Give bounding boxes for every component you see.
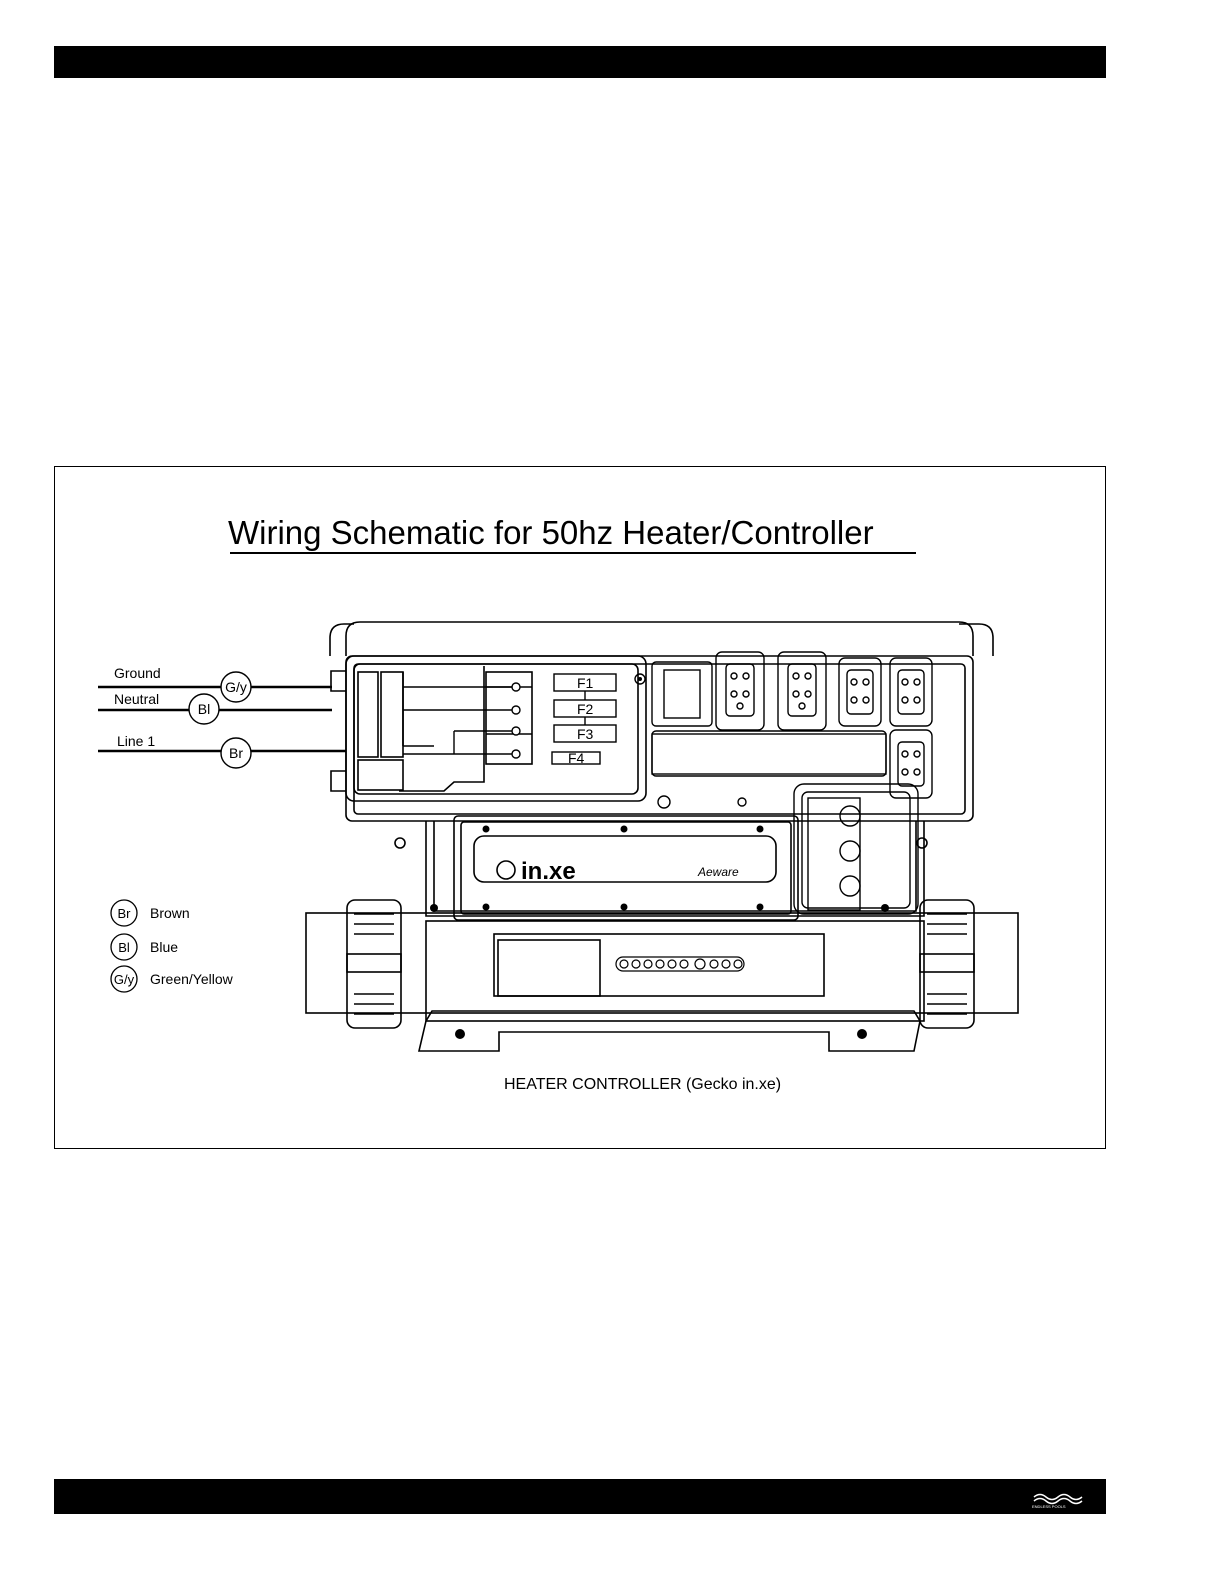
internal-wires xyxy=(403,687,512,754)
heater-sensor-strip xyxy=(616,957,744,971)
brand-script: Aeware xyxy=(697,865,739,879)
left-union-nut xyxy=(347,900,401,1028)
footer-bar xyxy=(54,1479,1106,1514)
ground-label: Ground xyxy=(114,665,161,681)
legend-name-blue: Blue xyxy=(150,939,178,955)
fuse-f4-label: F4 xyxy=(568,750,585,766)
header-bar xyxy=(54,46,1106,78)
wiring-diagram: Wiring Schematic for 50hz Heater/Control… xyxy=(54,466,1106,1149)
legend-code-blue: Bl xyxy=(118,940,130,955)
accessory-ports xyxy=(840,806,860,896)
legend-code-green-yellow: G/y xyxy=(114,972,135,987)
ground-code: G/y xyxy=(225,679,247,695)
diagram-title: Wiring Schematic for 50hz Heater/Control… xyxy=(228,514,874,551)
controller-housing xyxy=(330,622,993,916)
plate-screws xyxy=(430,826,889,913)
line1-code: Br xyxy=(229,745,243,761)
fuse-f3-label: F3 xyxy=(577,726,594,742)
gecko-logo-icon xyxy=(497,861,515,879)
legend-name-brown: Brown xyxy=(150,905,190,921)
module-panels xyxy=(652,662,918,914)
terminal-screws xyxy=(512,683,520,758)
fuse-f2-label: F2 xyxy=(577,701,594,717)
legend-code-brown: Br xyxy=(118,906,132,921)
heater-tube xyxy=(306,913,1018,1051)
endless-pools-logo: ENDLESS POOLS xyxy=(1030,1488,1090,1510)
neutral-code: Bl xyxy=(198,701,210,717)
legend: Br Brown Bl Blue G/y Green/Yellow xyxy=(111,900,234,992)
logo-text: ENDLESS POOLS xyxy=(1032,1504,1066,1509)
diagram-caption: HEATER CONTROLLER (Gecko in.xe) xyxy=(504,1076,781,1093)
right-union-nut xyxy=(920,900,974,1028)
fuse-f1-label: F1 xyxy=(577,675,594,691)
terminal-compartment xyxy=(346,656,646,801)
line1-label: Line 1 xyxy=(117,733,155,749)
legend-name-green-yellow: Green/Yellow xyxy=(150,971,234,987)
neutral-label: Neutral xyxy=(114,691,159,707)
brand-label: in.xe xyxy=(521,858,576,885)
